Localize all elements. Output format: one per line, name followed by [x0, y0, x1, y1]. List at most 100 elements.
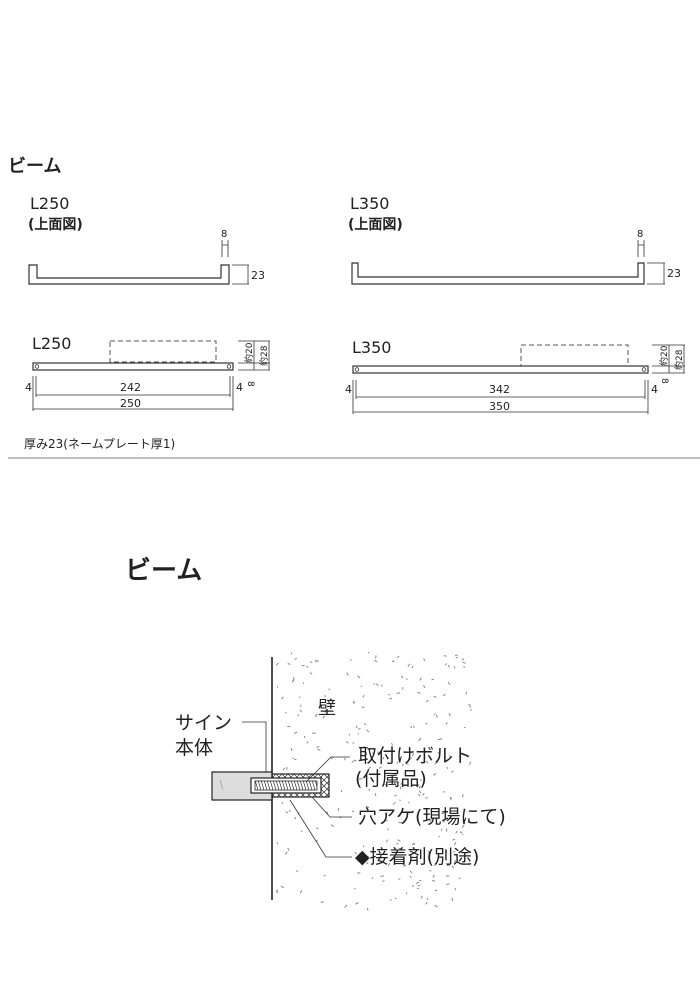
stipple-dot	[355, 902, 359, 905]
sign-highlight	[219, 779, 224, 791]
stipple-dot	[434, 904, 438, 908]
stipple-dot	[407, 663, 411, 667]
stipple-dot	[411, 665, 414, 669]
stipple-dot	[345, 741, 349, 744]
stipple-dot	[445, 863, 449, 866]
stipple-dot	[353, 700, 355, 703]
thickness-note: 厚み23(ネームプレート厚1)	[24, 437, 175, 451]
stipple-dot	[281, 801, 284, 805]
stipple-dot	[416, 887, 420, 890]
stipple-dot	[445, 722, 448, 725]
l350-dim-total: 350	[489, 400, 510, 413]
stipple-dot	[373, 660, 378, 663]
stipple-dot	[387, 862, 391, 867]
stipple-dot	[381, 684, 383, 687]
stipple-dot	[446, 766, 449, 769]
stipple-dot	[435, 714, 438, 718]
stipple-dot	[306, 741, 309, 744]
l250-front-label: L250	[32, 334, 71, 353]
stipple-dot	[453, 859, 456, 863]
stipple-dot	[396, 761, 399, 764]
stipple-dot	[458, 754, 461, 758]
stipple-dot	[441, 812, 444, 815]
stipple-dot	[282, 767, 286, 771]
stipple-dot	[366, 861, 369, 865]
stipple-dot	[362, 845, 365, 848]
l250-dim-depth: 23	[251, 269, 265, 282]
stipple-dot	[437, 752, 440, 754]
stipple-dot	[346, 672, 349, 676]
stipple-dot	[400, 675, 404, 679]
stipple-dot	[285, 711, 287, 714]
l250-top-label: L250	[30, 194, 69, 213]
l350-top-view: L350 (上面図) 8 23	[348, 194, 681, 285]
stipple-dot	[394, 794, 397, 797]
l250-nameplate-outline	[109, 340, 217, 363]
l350-dim-approx28: 約28	[673, 349, 685, 370]
stipple-dot	[275, 662, 279, 666]
stipple-dot	[368, 766, 372, 770]
stipple-dot	[396, 655, 400, 659]
stipple-dot	[385, 839, 389, 843]
stipple-dot	[440, 737, 443, 740]
stipple-dot	[461, 824, 465, 828]
l250-bar	[32, 362, 234, 371]
l250-dim-inner: 242	[120, 381, 141, 394]
stipple-dot	[425, 699, 429, 703]
stipple-dot	[391, 742, 394, 746]
l250-dim-end-lines	[221, 240, 229, 257]
stipple-dot	[425, 901, 428, 905]
stipple-dot	[405, 763, 409, 765]
stipple-dot	[447, 681, 451, 686]
l350-dim-depth-lines	[647, 262, 665, 285]
stipple-dot	[402, 864, 407, 867]
l350-dim-bar: 8	[659, 378, 669, 384]
stipple-dot	[386, 828, 389, 831]
stipple-dot	[365, 805, 370, 809]
stipple-dot	[447, 665, 451, 668]
stipple-dot	[467, 820, 470, 824]
l350-top-outline	[351, 262, 645, 285]
stipple-dot	[453, 842, 457, 846]
stipple-dot	[442, 693, 446, 697]
stipple-dot	[362, 694, 365, 698]
stipple-dot	[367, 651, 370, 654]
stipple-dot	[423, 685, 426, 689]
stipple-dot	[366, 729, 370, 733]
l250-dim-total: 250	[120, 397, 141, 410]
l350-dim-approx20: 約20	[658, 345, 670, 366]
stipple-dot	[410, 725, 413, 729]
l350-bar	[352, 365, 649, 374]
stipple-dot	[462, 661, 466, 664]
stipple-dot	[462, 860, 466, 863]
stipple-dot	[413, 852, 416, 855]
stipple-dot	[355, 725, 358, 729]
stipple-dot	[446, 883, 450, 886]
stipple-dot	[396, 692, 401, 695]
stipple-dot	[468, 761, 472, 765]
wall-label: 壁	[318, 698, 336, 719]
stipple-dot	[431, 678, 435, 681]
stipple-dot	[362, 745, 366, 749]
l350-dim-left: 4	[345, 383, 352, 396]
stipple-dot	[292, 676, 295, 681]
stipple-dot	[300, 830, 303, 832]
l350-front-label: L350	[352, 338, 391, 357]
stipple-dot	[294, 816, 297, 820]
stipple-dot	[451, 770, 454, 773]
stipple-dot	[315, 713, 318, 716]
l250-dim-height-lines	[238, 340, 270, 371]
stipple-dot	[291, 757, 294, 759]
stipple-dot	[434, 762, 438, 765]
stipple-dot	[454, 887, 457, 891]
stipple-dot	[409, 757, 412, 760]
stipple-dot	[363, 723, 367, 726]
stipple-dot	[287, 847, 290, 851]
stipple-dot	[382, 756, 385, 760]
stipple-dot	[461, 833, 464, 836]
stipple-dot	[455, 830, 458, 834]
stipple-dot	[409, 875, 412, 878]
stipple-dot	[316, 839, 319, 842]
stipple-dot	[276, 842, 279, 845]
l250-dim-end: 8	[221, 229, 227, 240]
